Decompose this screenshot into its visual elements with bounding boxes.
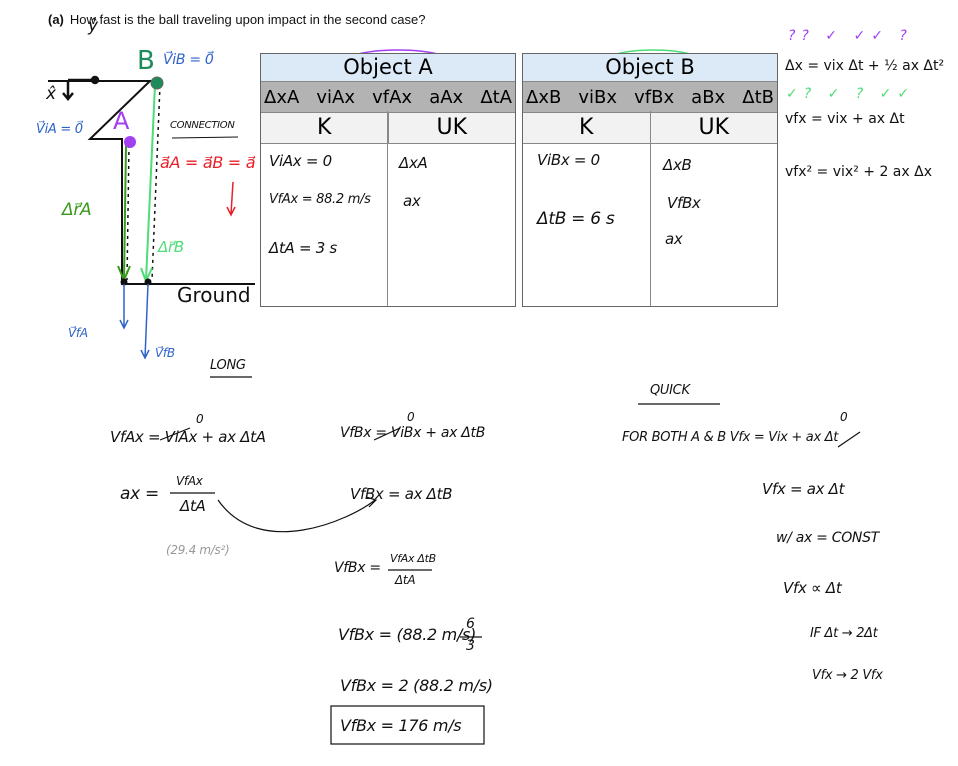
unknown-header: UK (698, 115, 730, 140)
vib-label: V⃗iB = 0⃗ (163, 52, 214, 68)
unknown-header: UK (436, 115, 468, 140)
accel-arrow (226, 181, 236, 217)
long-line-1: VfAx = ViAx + ax ΔtA (110, 428, 266, 446)
long-right-5: VfBx = 2 (88.2 m/s) (340, 676, 493, 695)
ball-b (150, 76, 164, 90)
equation-velocity-squared: vfx² = vix² + 2 ax Δx (785, 164, 932, 180)
var: aBx (691, 86, 726, 108)
var: viAx (316, 86, 356, 108)
var: vfAx (372, 86, 413, 108)
equation-velocity: vfx = vix + ax Δt (785, 111, 905, 127)
known-item: ΔtA = 3 s (269, 239, 337, 257)
accel-label: a⃗A = a⃗B = a⃗ (160, 153, 256, 172)
quick-heading: QUICK (650, 383, 690, 398)
object-b-title: Object B (523, 54, 777, 82)
var: vfBx (634, 86, 675, 108)
object-a-table: Object A ΔxA viAx vfAx aAx ΔtA K UK ViAx … (260, 53, 516, 307)
check-marks-2: ✓? ✓ ? ✓✓ (786, 86, 916, 102)
quick-line-4: Vfx ∝ Δt (783, 579, 842, 597)
unknown-item: ax (403, 192, 421, 210)
known-item: VfAx = 88.2 m/s (269, 192, 371, 207)
quick-line-3: w/ ax = CONST (776, 530, 879, 546)
final-velocity-arrows (119, 283, 150, 360)
long-answer: VfBx = 176 m/s (340, 716, 462, 735)
object-b-table: Object B ΔxB viBx vfBx aBx ΔtB K UK ViBx … (522, 53, 778, 307)
quick-line-6: Vfx → 2 Vfx (812, 668, 883, 683)
quick-line-1: FOR BOTH A & B Vfx = Vix + ax Δt (622, 430, 839, 445)
vfa-label: V⃗fA (68, 326, 88, 340)
known-header: K (261, 113, 389, 143)
connection-label: CONNECTION (170, 120, 235, 131)
question: (a) How fast is the ball traveling upon i… (48, 12, 425, 27)
var: ΔxA (264, 86, 300, 108)
ball-a (124, 136, 136, 148)
question-label: (a) (48, 12, 64, 27)
label-b: B (137, 46, 155, 76)
long-line-2-den: ΔtA (180, 497, 206, 515)
axes-icon (62, 75, 100, 101)
x-axis-label: x̂ (46, 84, 56, 104)
long-right-3-den: ΔtA (395, 573, 416, 587)
zero-mark: 0 (407, 410, 415, 424)
object-a-vars: ΔxA viAx vfAx aAx ΔtA (261, 82, 515, 113)
var: aAx (429, 86, 464, 108)
object-a-title: Object A (261, 54, 515, 82)
quick-line-2: Vfx = ax Δt (762, 480, 845, 498)
dra-label: Δr⃗A (62, 200, 92, 220)
path-a-line (123, 144, 127, 281)
known-item: ΔtB = 6 s (537, 209, 615, 229)
var: ΔtB (742, 86, 774, 108)
vfb-label: V⃗fB (155, 346, 175, 360)
unknown-item: ΔxB (663, 156, 692, 174)
unknown-item: VfBx (667, 194, 701, 212)
path-b-line (145, 84, 156, 281)
long-heading: LONG (210, 358, 246, 373)
long-right-2: VfBx = ax ΔtB (350, 485, 453, 503)
drb-label: Δr⃗B (158, 238, 184, 256)
cliff-outline (48, 80, 255, 285)
long-line-2: ax = (120, 484, 159, 504)
known-item: ViAx = 0 (269, 152, 332, 170)
long-line-2-num: VfAx (176, 474, 203, 488)
unknown-item: ax (665, 230, 683, 248)
var: ΔtA (480, 86, 512, 108)
unknown-item: ΔxA (399, 154, 428, 172)
long-right-3-num: VfAx ΔtB (390, 552, 436, 565)
check-marks-1: ?? ✓ ✓✓ ? (788, 28, 913, 44)
long-right-3: VfBx = (334, 560, 381, 576)
zero-mark: 0 (840, 410, 848, 424)
long-right-1: VfBx = ViBx + ax ΔtB (340, 425, 485, 441)
long-right-4-num: 6 (466, 616, 475, 632)
long-right-4-den: 3 (466, 638, 475, 654)
known-header: K (523, 113, 651, 143)
object-b-vars: ΔxB viBx vfBx aBx ΔtB (523, 82, 777, 113)
y-axis-label: ŷ (88, 16, 98, 36)
known-item: ViBx = 0 (537, 151, 600, 169)
zero-mark: 0 (196, 412, 204, 426)
via-label: V⃗iA = 0⃗ (36, 122, 83, 137)
label-a: A (113, 107, 130, 135)
quick-line-5: IF Δt → 2Δt (810, 626, 878, 641)
equation-displacement: Δx = vix Δt + ½ ax Δt² (785, 58, 945, 74)
var: ΔxB (526, 86, 562, 108)
ground-label: Ground (177, 283, 251, 307)
question-text: How fast is the ball traveling upon impa… (69, 12, 426, 27)
long-right-4: VfBx = (88.2 m/s) (338, 625, 477, 644)
long-note-accel: (29.4 m/s²) (166, 543, 230, 557)
var: viBx (578, 86, 618, 108)
